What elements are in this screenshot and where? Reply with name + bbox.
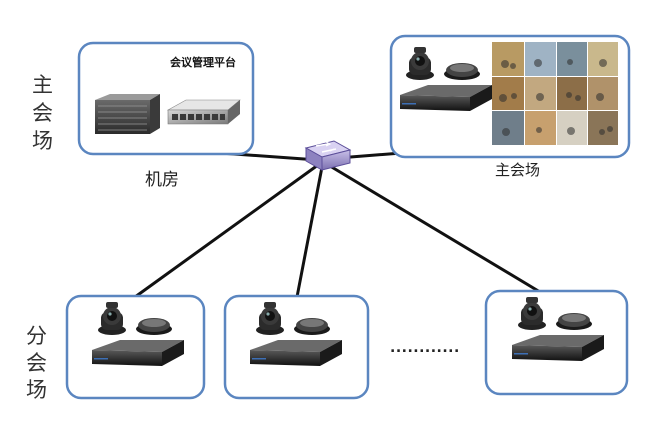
side-label-char: 会 <box>32 101 53 125</box>
server-room-box: 会议管理平台 <box>77 41 255 156</box>
branch-site-box-3 <box>484 289 629 396</box>
side-label-char: 分 <box>26 324 47 348</box>
server-icon <box>166 99 241 125</box>
link-branch-3 <box>328 164 542 294</box>
side-label-char: 会 <box>26 351 47 375</box>
link-branch-2 <box>295 165 324 299</box>
branch-site-side-label: 分 会 场 <box>26 324 47 402</box>
branch-site-box-1 <box>65 294 206 400</box>
link-branch-1 <box>133 163 320 299</box>
network-switch-icon <box>304 140 352 171</box>
network-links <box>133 148 542 299</box>
main-site-box <box>389 34 631 159</box>
platform-title: 会议管理平台 <box>170 55 236 69</box>
main-site-side-label: 主 会 场 <box>32 73 53 153</box>
branch-site-box-2 <box>223 294 370 400</box>
more-sites-ellipsis: ............ <box>390 340 460 356</box>
main-site-caption: 主会场 <box>495 161 540 179</box>
side-label-char: 场 <box>26 378 47 402</box>
mcu-rack-icon <box>95 94 160 134</box>
side-label-char: 主 <box>32 73 53 97</box>
server-room-caption: 机房 <box>145 170 179 190</box>
video-wall-thumbnails <box>492 42 618 145</box>
side-label-char: 场 <box>32 129 53 153</box>
